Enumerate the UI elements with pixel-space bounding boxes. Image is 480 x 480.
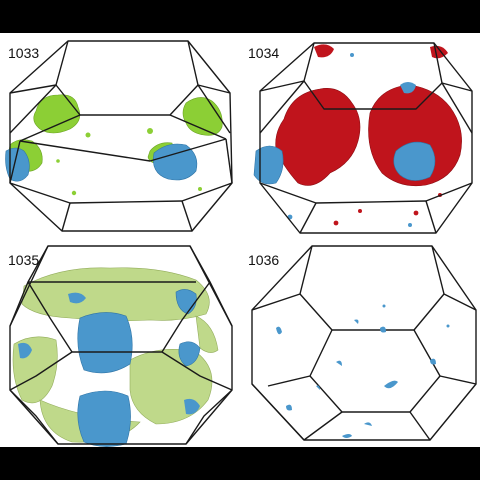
olive-surface-blob — [129, 349, 213, 425]
blue-surface-blob — [68, 292, 86, 304]
surface-blobs-1035 — [12, 267, 219, 447]
surface-blobs-1033 — [5, 94, 223, 196]
blue-surface-blob — [178, 341, 201, 367]
panel-1036: 1036 — [240, 240, 480, 447]
blue-surface-blob — [393, 141, 436, 181]
blue-surface-blob — [5, 147, 30, 182]
blue-surface-blob — [184, 398, 200, 415]
red-surface-blob — [413, 210, 419, 216]
olive-surface-blob — [195, 315, 219, 353]
frame-edges-1033 — [9, 40, 233, 232]
frame-edges-1034 — [259, 42, 473, 234]
blue-surface-blob — [350, 53, 354, 57]
blue-surface-blob — [342, 434, 352, 438]
blue-surface-blob — [382, 304, 386, 308]
green-surface-blob — [56, 159, 60, 163]
truncated-octahedron-1035 — [9, 245, 233, 447]
blue-surface-blob — [18, 342, 32, 359]
blue-surface-blob — [354, 319, 359, 324]
figure-panel-area: 1033 — [0, 33, 480, 447]
blue-surface-blob — [336, 360, 342, 366]
green-surface-blob — [198, 187, 202, 191]
green-surface-blob — [147, 128, 153, 134]
truncated-octahedron-1034 — [253, 42, 473, 234]
surface-blobs-1036 — [276, 304, 450, 438]
frame-edges-1035 — [9, 245, 233, 445]
blue-surface-blob — [286, 404, 292, 411]
panel-1034: 1034 — [240, 33, 480, 240]
red-surface-blob — [333, 220, 339, 226]
panel-label: 1035 — [8, 252, 40, 268]
panel-1033: 1033 — [0, 33, 240, 240]
blue-surface-blob — [364, 422, 372, 426]
blue-surface-blob — [77, 390, 131, 447]
blue-surface-blob — [276, 326, 282, 335]
green-surface-blob — [71, 190, 77, 196]
green-surface-blob — [33, 94, 81, 134]
olive-surface-blob — [21, 267, 210, 321]
red-surface-blob — [314, 44, 334, 58]
blue-surface-blob — [430, 358, 436, 365]
blue-surface-blob — [446, 324, 450, 328]
truncated-octahedron-1033 — [5, 40, 233, 232]
blue-surface-blob — [77, 312, 133, 374]
blue-surface-blob — [384, 380, 398, 389]
red-surface-blob — [275, 88, 361, 186]
panel-label: 1033 — [8, 45, 40, 61]
blue-surface-blob — [316, 385, 320, 390]
blue-surface-blob — [400, 82, 416, 94]
blue-surface-blob — [153, 143, 198, 181]
panel-label: 1034 — [248, 45, 280, 61]
blue-surface-blob — [408, 223, 412, 227]
panel-label: 1036 — [248, 252, 280, 268]
red-surface-blob — [358, 209, 362, 213]
panel-1035: 1035 — [0, 240, 240, 447]
blue-surface-blob — [253, 145, 284, 185]
blue-surface-blob — [380, 326, 386, 333]
truncated-octahedron-1036 — [251, 245, 477, 441]
green-surface-blob — [85, 132, 91, 138]
frame-edges-1036 — [251, 245, 477, 441]
